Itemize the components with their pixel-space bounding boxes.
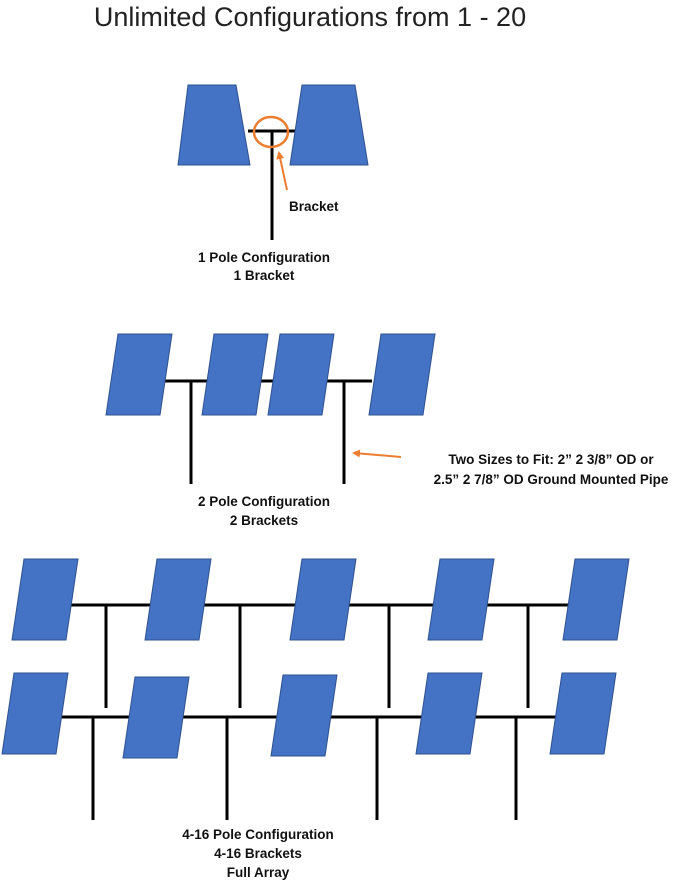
- solar-panel: [122, 676, 190, 759]
- solar-panel: [289, 558, 357, 641]
- one-pole-caption-line2: 1 Bracket: [234, 268, 295, 283]
- full-array-caption-line2: 4-16 Brackets: [214, 846, 302, 861]
- solar-panel: [415, 672, 483, 755]
- one-pole-caption-line1: 1 Pole Configuration: [198, 250, 330, 265]
- solar-panel: [427, 558, 495, 641]
- bracket-highlight-circle: [252, 115, 290, 149]
- solar-panel: [267, 333, 335, 416]
- two-pole-configuration: Two Sizes to Fit: 2” 2 3/8” OD or 2.5” 2…: [105, 333, 669, 528]
- one-pole-configuration: Bracket 1 Pole Configuration 1 Bracket: [177, 84, 369, 283]
- pipe-note-line2: 2.5” 2 7/8” OD Ground Mounted Pipe: [434, 472, 669, 487]
- solar-panel-left: [177, 84, 251, 166]
- solar-panel: [105, 333, 173, 416]
- full-array-caption-line1: 4-16 Pole Configuration: [182, 827, 334, 842]
- page-title: Unlimited Configurations from 1 - 20: [93, 2, 527, 32]
- solar-panel: [549, 672, 617, 755]
- solar-panel: [144, 558, 212, 641]
- bracket-label: Bracket: [289, 199, 339, 214]
- solar-panel: [562, 558, 630, 641]
- bracket-arrow: [276, 151, 288, 191]
- solar-panel: [201, 333, 269, 416]
- solar-panel: [270, 674, 338, 757]
- two-pole-caption-line2: 2 Brackets: [230, 513, 298, 528]
- pipe-note-line1: Two Sizes to Fit: 2” 2 3/8” OD or: [448, 452, 654, 467]
- solar-panel: [1, 672, 69, 755]
- two-pole-caption-line1: 2 Pole Configuration: [198, 494, 330, 509]
- full-array-caption-line3: Full Array: [227, 865, 290, 880]
- pipe-arrow: [352, 449, 402, 458]
- solar-panel: [11, 558, 79, 641]
- solar-panel-right: [289, 84, 369, 166]
- solar-panel: [368, 333, 436, 416]
- full-array-configuration: 4-16 Pole Configuration 4-16 Brackets Fu…: [1, 558, 630, 880]
